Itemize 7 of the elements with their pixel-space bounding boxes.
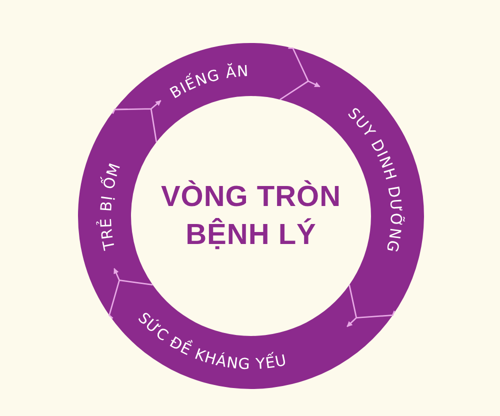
chevron-arrow bbox=[108, 268, 154, 319]
center-title: VÒNG TRÒN BỆNH LÝ bbox=[160, 179, 342, 253]
ring-segment bbox=[109, 280, 393, 389]
ring-segment bbox=[114, 43, 308, 142]
chevron-arrow bbox=[112, 100, 162, 143]
chevron-arrow bbox=[346, 284, 396, 328]
chevron-arrow bbox=[279, 47, 320, 100]
